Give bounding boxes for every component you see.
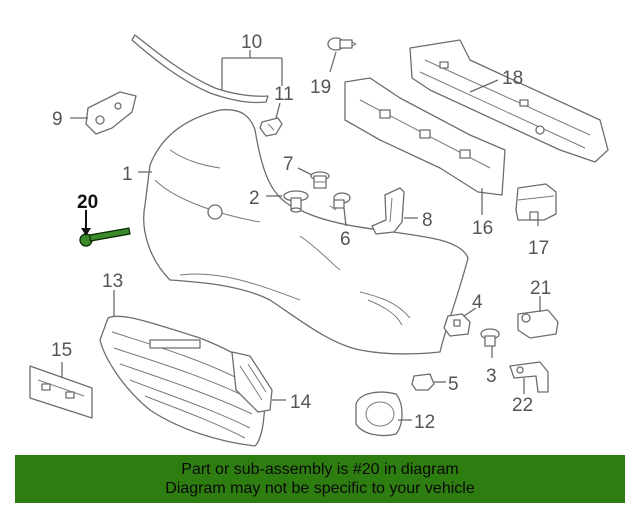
leader-18 [469,79,499,93]
leader-20-arrowhead [81,228,91,236]
leader-10 [221,50,283,90]
callout-6: 6 [340,229,351,250]
callout-19: 19 [310,77,331,98]
callout-18: 18 [502,68,523,89]
part-12-fog-cover [355,391,403,437]
callout-10: 10 [241,32,262,53]
part-7-bolt [310,171,330,189]
part-19-bolt [327,37,357,51]
part-5-nut [411,373,435,391]
part-10-molding [131,34,269,104]
callout-22: 22 [512,395,533,416]
callout-14: 14 [290,392,312,413]
callout-12: 12 [414,412,435,433]
part-21-sensor [517,309,559,339]
part-9-bracket [85,91,137,135]
leader-19 [329,51,337,73]
callout-13: 13 [102,271,123,292]
callout-2: 2 [249,188,260,209]
part-1-bumper-cover [143,109,469,355]
part-8-side-bracket [371,187,405,235]
parts-diagram: 10 11 19 18 16 9 [29,32,609,447]
part-16-absorber [344,77,506,196]
part-13-grille [99,315,266,447]
part-3-clip [480,328,500,347]
part-18-reinforcement [409,39,609,163]
callout-7: 7 [283,154,294,175]
callout-15: 15 [51,340,72,361]
callout-4: 4 [472,292,483,313]
callout-17: 17 [528,238,549,259]
part-20-bolt-highlighted [79,227,131,247]
callout-16: 16 [472,218,493,239]
part-2-clip [283,190,309,213]
callout-8: 8 [422,210,433,231]
part-22-bracket [509,361,549,393]
part-11-clip [259,117,283,137]
part-14-side-grille [231,351,273,413]
info-banner: Part or sub-assembly is #20 in diagram D… [15,455,625,503]
leader-11 [275,102,281,119]
callout-20: 20 [77,192,98,213]
leader-4 [463,307,477,317]
callout-21: 21 [530,278,551,299]
part-4-bracket [443,313,471,337]
part-17-sensor [515,183,557,221]
part-6-bolt [329,192,351,211]
callout-9: 9 [52,109,63,130]
callout-1: 1 [122,164,133,185]
leader-7 [297,167,313,176]
callout-5: 5 [448,374,459,395]
callout-11: 11 [274,84,294,105]
callout-3: 3 [486,366,497,387]
banner-line-2: Diagram may not be specific to your vehi… [165,480,475,497]
part-15-license-bracket [29,365,93,419]
leader-6 [343,207,347,227]
banner-line-1: Part or sub-assembly is #20 in diagram [181,461,459,478]
